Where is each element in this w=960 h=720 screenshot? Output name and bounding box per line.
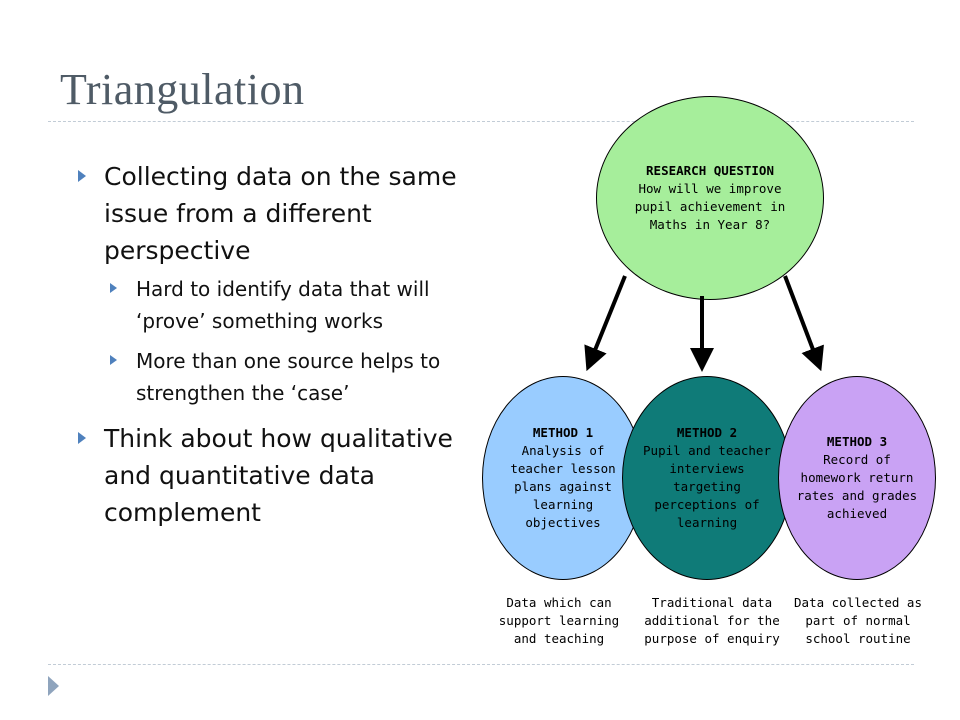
arrow-to-method-1 [584,275,627,372]
method-3-circle: METHOD 3 Record of homework return rates… [778,376,936,580]
bullet-item: Collecting data on the same issue from a… [72,158,502,269]
footer-arrow-icon [48,676,59,696]
bullet-item: Think about how qualitative and quantita… [72,420,502,531]
method-1-note: Data which can support learning and teac… [498,595,620,646]
bullet-arrow-icon [78,432,86,444]
bullet-list: Collecting data on the same issue from a… [72,158,502,531]
method-heading: METHOD 3 [826,434,888,449]
sub-bullet-item: Hard to identify data that will ‘prove’ … [72,273,502,337]
sub-bullet-text: More than one source helps to strengthen… [136,349,441,405]
method-text: Pupil and teacher interviews targeting p… [643,443,771,530]
sub-bullet-text: Hard to identify data that will ‘prove’ … [136,277,430,333]
bullet-arrow-icon [110,355,117,365]
footer-divider [48,664,914,665]
method-text: Analysis of teacher lesson plans against… [510,443,616,530]
method-2-note: Traditional data additional for the purp… [644,595,780,646]
research-question-circle: RESEARCH QUESTION How will we improve pu… [596,96,824,300]
method-heading: METHOD 1 [532,425,594,440]
bullet-arrow-icon [110,283,117,293]
title-divider [48,121,914,122]
research-question-heading: RESEARCH QUESTION [646,163,774,178]
sub-bullet-item: More than one source helps to strengthen… [72,345,502,409]
method-3-note: Data collected as part of normal school … [794,595,922,646]
arrow-to-method-3 [783,275,824,372]
bullet-text: Collecting data on the same issue from a… [104,162,457,265]
method-heading: METHOD 2 [676,425,738,440]
slide-title: Triangulation [60,65,305,114]
method-2-circle: METHOD 2 Pupil and teacher interviews ta… [622,376,792,580]
method-1-circle: METHOD 1 Analysis of teacher lesson plan… [482,376,644,580]
research-question-text: How will we improve pupil achievement in… [634,181,786,232]
bullet-text: Think about how qualitative and quantita… [104,424,453,527]
method-text: Record of homework return rates and grad… [796,452,918,521]
bullet-arrow-icon [78,170,86,182]
